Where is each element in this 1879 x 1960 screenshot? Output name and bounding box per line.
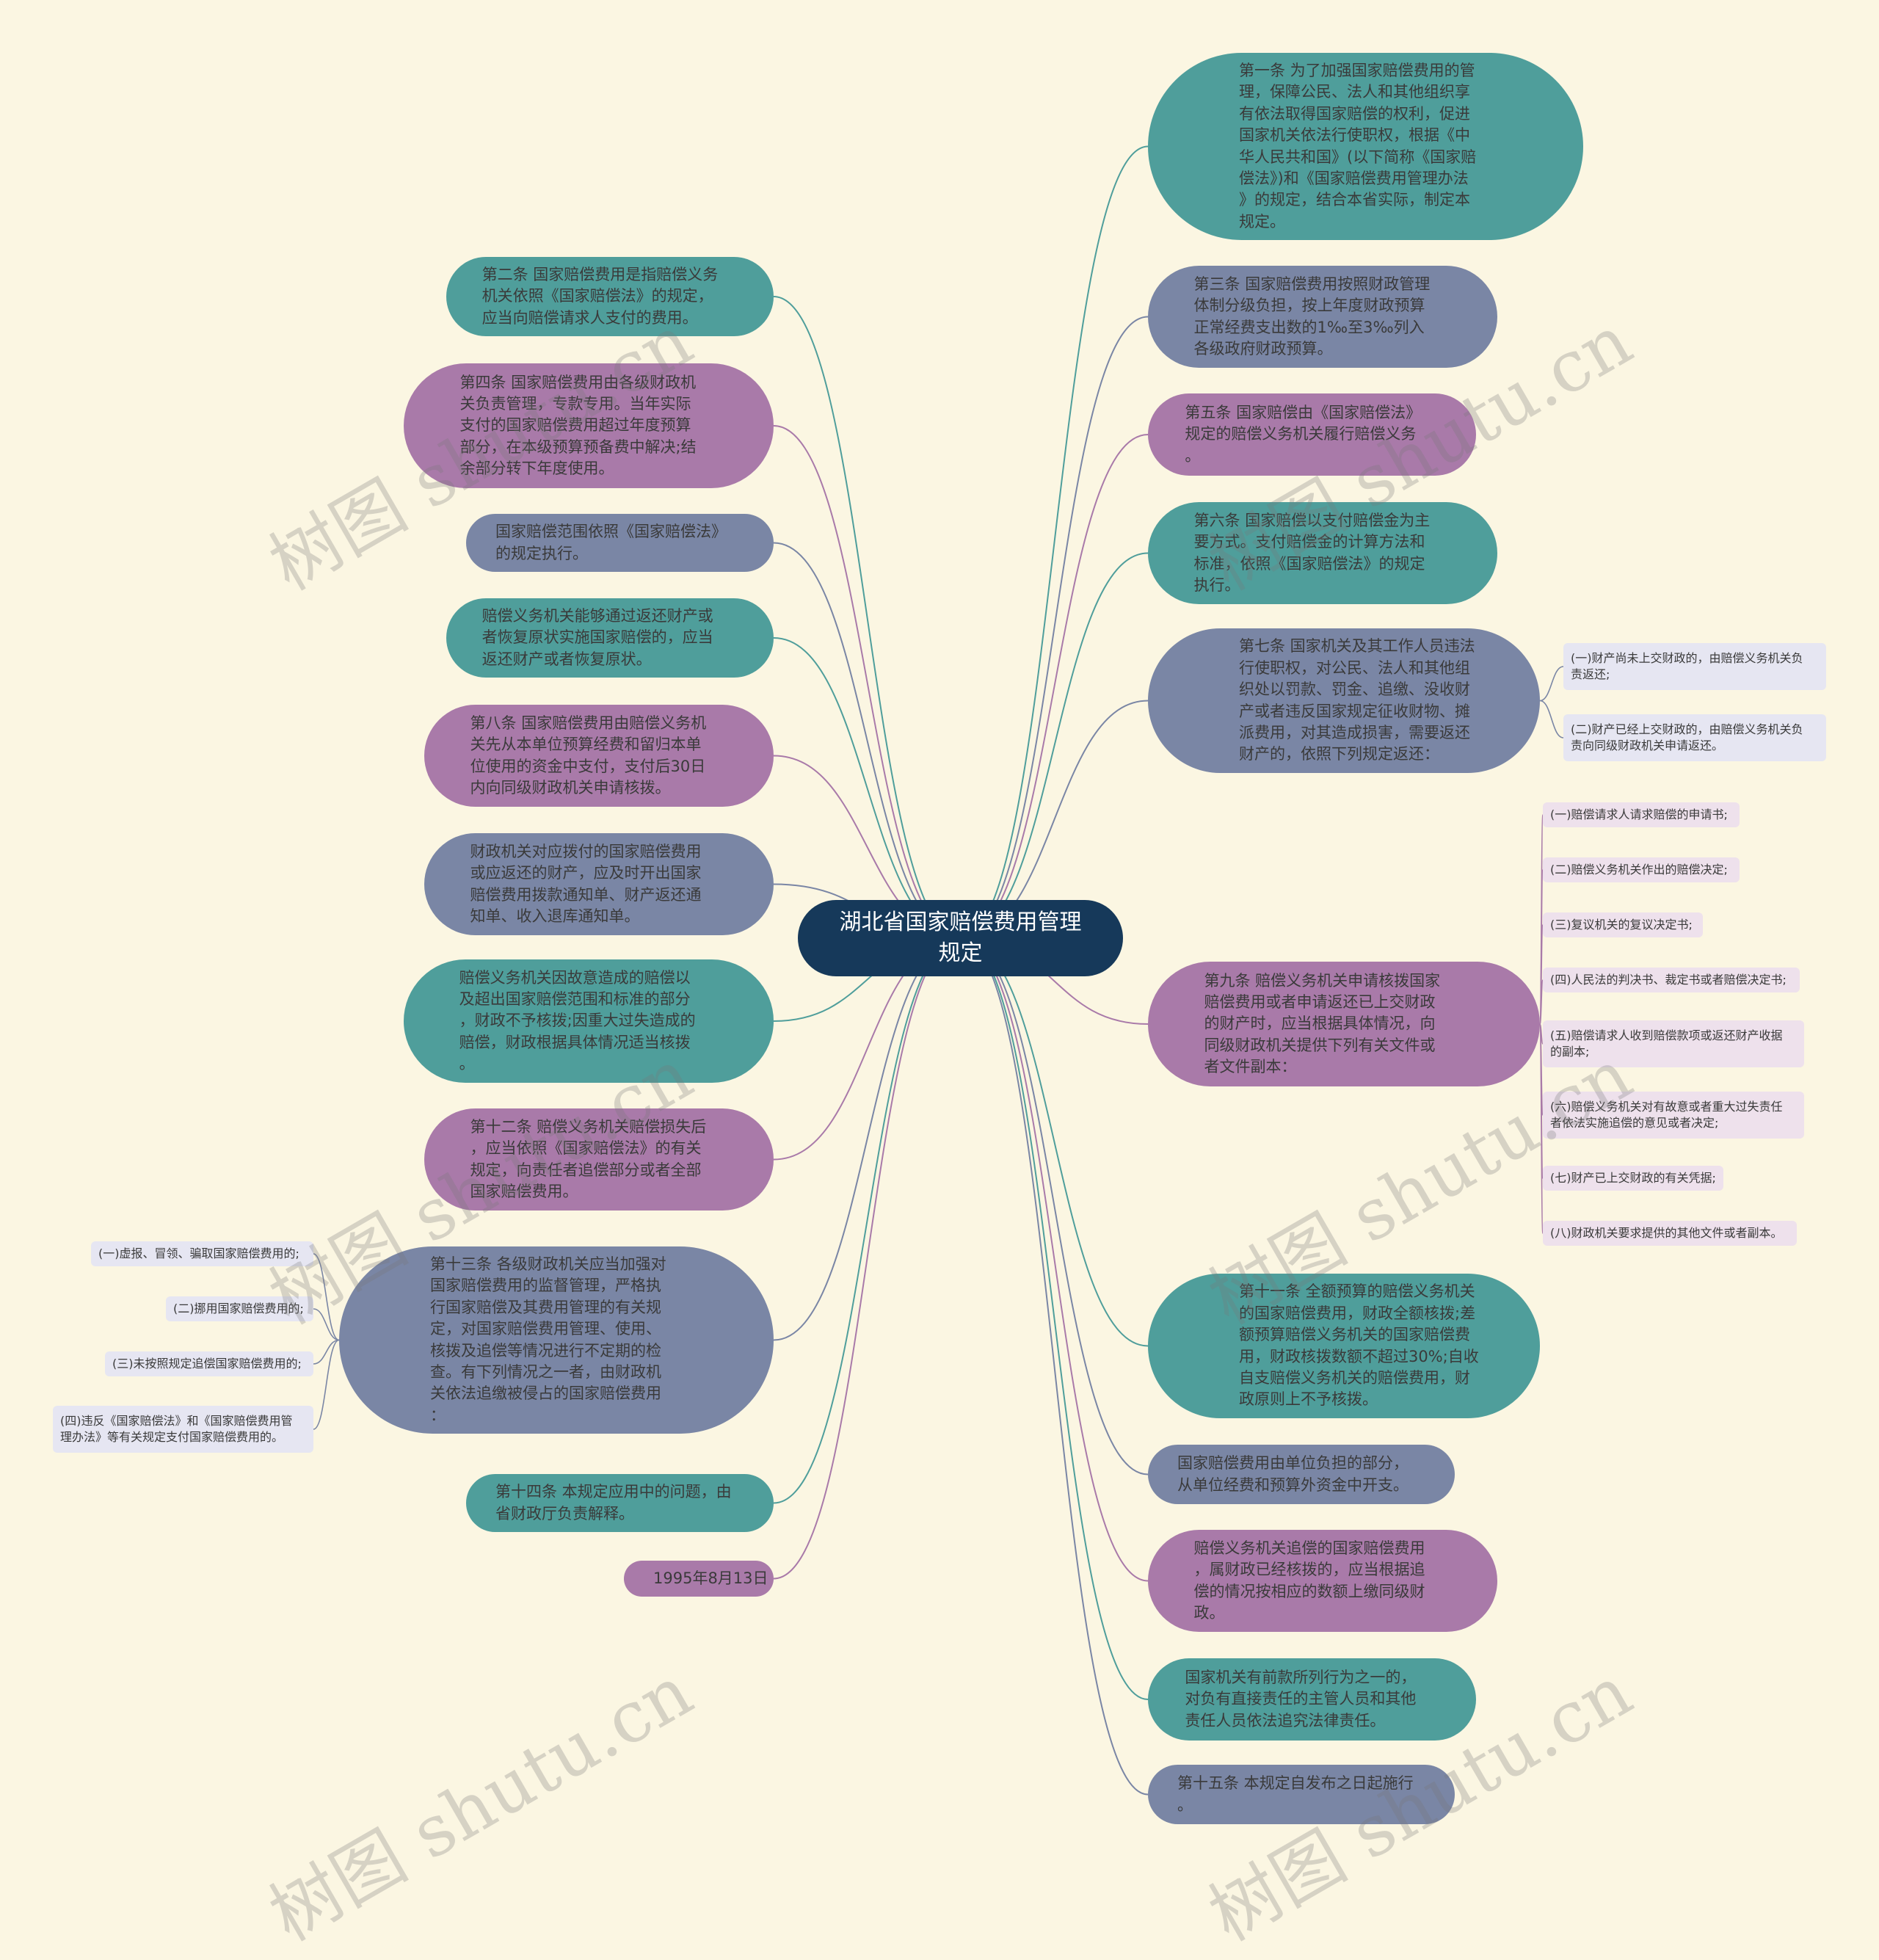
connector-line — [773, 425, 962, 939]
topic-return-property[interactable]: 赔偿义务机关能够通过返还财产或 者恢复原状实施国家赔偿的，应当 返还财产或者恢复… — [446, 598, 774, 678]
topic-label: 国家赔偿范围依照《国家赔偿法》 的规定执行。 — [495, 523, 727, 562]
subtopic-label: (二)财产已经上交财政的，由赔偿义务机关负 责向同级财政机关申请返还。 — [1571, 722, 1803, 752]
connector-line — [1539, 979, 1544, 1025]
connector-line — [313, 1253, 340, 1341]
subtopic-art9-item[interactable]: (三)复议机关的复议决定书; — [1543, 912, 1703, 937]
connector-line — [960, 145, 1149, 939]
subtopic-art9-item[interactable]: (八)财政机关要求提供的其他文件或者副本。 — [1543, 1221, 1797, 1246]
subtopic-label: (三)复议机关的复议决定书; — [1550, 917, 1693, 932]
subtopic-art9-item[interactable]: (五)赔偿请求人收到赔偿款项或返还财产收据 的副本; — [1543, 1020, 1804, 1067]
topic-article-9[interactable]: 第九条 赔偿义务机关申请核拨国家 赔偿费用或者申请返还已上交财政 的财产时，应当… — [1148, 962, 1540, 1086]
topic-liability[interactable]: 国家机关有前款所列行为之一的， 对负有直接责任的主管人员和其他 责任人员依法追究… — [1148, 1658, 1476, 1741]
topic-label: 第十二条 赔偿义务机关赔偿损失后 ，应当依照《国家赔偿法》的有关 规定，向责任者… — [470, 1117, 707, 1200]
topic-article-3[interactable]: 第三条 国家赔偿费用按照财政管理 体制分级负担，按上年度财政预算 正常经费支出数… — [1148, 266, 1497, 368]
connector-line — [313, 1339, 340, 1430]
subtopic-art13-item[interactable]: (二)挪用国家赔偿费用的; — [166, 1296, 313, 1321]
subtopic-label: (二)赔偿义务机关作出的赔偿决定; — [1550, 862, 1728, 876]
connector-line — [773, 937, 962, 1341]
subtopic-art13-item[interactable]: (一)虚报、冒领、骗取国家赔偿费用的; — [91, 1241, 313, 1266]
topic-label: 第六条 国家赔偿以支付赔偿金为主 要方式。支付赔偿金的计算方法和 标准，依照《国… — [1193, 511, 1431, 594]
topic-label: 第七条 国家机关及其工作人员违法 行使职权，对公民、法人和其他组 织处以罚款、罚… — [1239, 637, 1475, 763]
topic-recovery-remit[interactable]: 赔偿义务机关追偿的国家赔偿费用 ，属财政已经核拨的，应当根据追 偿的情况按相应的… — [1148, 1530, 1497, 1632]
topic-intentional[interactable]: 赔偿义务机关因故意造成的赔偿以 及超出国家赔偿范围和标准的部分 ，财政不予核拨;… — [404, 959, 774, 1083]
subtopic-label: (四)人民法的判决书、裁定书或者赔偿决定书; — [1550, 972, 1787, 987]
topic-date[interactable]: 1995年8月13日 — [624, 1561, 774, 1597]
connector-line — [313, 1339, 340, 1365]
connector-line — [313, 1308, 340, 1341]
topic-label: 1995年8月13日 — [653, 1569, 768, 1587]
subtopic-label: (六)赔偿义务机关对有故意或者重大过失责任 者依法实施追偿的意见或者决定; — [1550, 1099, 1783, 1130]
connector-line — [960, 937, 1149, 1582]
topic-article-11[interactable]: 第十一条 全额预算的赔偿义务机关 的国家赔偿费用，财政全额核拨;差 额预算赔偿义… — [1148, 1274, 1540, 1418]
connector-line — [960, 937, 1149, 1700]
connector-line — [960, 937, 1149, 1476]
topic-article-8[interactable]: 第八条 国家赔偿费用由赔偿义务机 关先从本单位预算经费和留归本单 位使用的资金中… — [424, 705, 774, 807]
root-topic[interactable]: 湖北省国家赔偿费用管理 规定 — [798, 900, 1123, 976]
topic-label: 第五条 国家赔偿由《国家赔偿法》 规定的赔偿义务机关履行赔偿义务 。 — [1185, 403, 1422, 465]
topic-label: 第三条 国家赔偿费用按照财政管理 体制分级负担，按上年度财政预算 正常经费支出数… — [1193, 275, 1431, 357]
topic-article-6[interactable]: 第六条 国家赔偿以支付赔偿金为主 要方式。支付赔偿金的计算方法和 标准，依照《国… — [1148, 502, 1497, 604]
topic-article-4[interactable]: 第四条 国家赔偿费用由各级财政机 关负责管理，专款专用。当年实际 支付的国家赔偿… — [404, 363, 774, 488]
topic-article-12[interactable]: 第十二条 赔偿义务机关赔偿损失后 ，应当依照《国家赔偿法》的有关 规定，向责任者… — [424, 1108, 774, 1211]
subtopic-art9-item[interactable]: (四)人民法的判决书、裁定书或者赔偿决定书; — [1543, 968, 1800, 992]
topic-label: 国家机关有前款所列行为之一的， 对负有直接责任的主管人员和其他 责任人员依法追究… — [1185, 1668, 1417, 1729]
subtopic-art9-item[interactable]: (一)赔偿请求人请求赔偿的申请书; — [1543, 802, 1740, 827]
topic-label: 第二条 国家赔偿费用是指赔偿义务 机关依照《国家赔偿法》的规定， 应当向赔偿请求… — [481, 265, 719, 327]
subtopic-label: (二)挪用国家赔偿费用的; — [173, 1301, 304, 1315]
connector-line — [960, 434, 1149, 939]
subtopic-art7-item[interactable]: (二)财产已经上交财政的，由赔偿义务机关负 责向同级财政机关申请返还。 — [1563, 714, 1826, 761]
topic-article-1[interactable]: 第一条 为了加强国家赔偿费用的管 理，保障公民、法人和其他组织享 有依法取得国家… — [1148, 53, 1583, 240]
subtopic-art13-item[interactable]: (三)未按照规定追偿国家赔偿费用的; — [105, 1351, 313, 1376]
topic-label: 第四条 国家赔偿费用由各级财政机 关负责管理，专款专用。当年实际 支付的国家赔偿… — [459, 373, 697, 478]
subtopic-art9-item[interactable]: (七)财产已上交财政的有关凭据; — [1543, 1166, 1723, 1191]
connector-line — [773, 937, 962, 1504]
topic-notices[interactable]: 财政机关对应拨付的国家赔偿费用 或应返还的财产，应及时开出国家 赔偿费用拨款通知… — [424, 833, 774, 935]
topic-label: 第十三条 各级财政机关应当加强对 国家赔偿费用的监督管理，严格执 行国家赔偿及其… — [430, 1255, 666, 1424]
subtopic-art9-item[interactable]: (六)赔偿义务机关对有故意或者重大过失责任 者依法实施追偿的意见或者决定; — [1543, 1092, 1804, 1139]
subtopic-label: (五)赔偿请求人收到赔偿款项或返还财产收据 的副本; — [1550, 1028, 1783, 1059]
subtopic-art9-item[interactable]: (二)赔偿义务机关作出的赔偿决定; — [1543, 857, 1740, 882]
connector-line — [773, 296, 962, 939]
subtopic-label: (三)未按照规定追偿国家赔偿费用的; — [112, 1356, 302, 1371]
subtopic-art13-item[interactable]: (四)违反《国家赔偿法》和《国家赔偿费用管 理办法》等有关规定支付国家赔偿费用的… — [53, 1406, 313, 1453]
topic-label: 第一条 为了加强国家赔偿费用的管 理，保障公民、法人和其他组织享 有依法取得国家… — [1239, 61, 1477, 231]
topic-label: 第十一条 全额预算的赔偿义务机关 的国家赔偿费用，财政全额核拨;差 额预算赔偿义… — [1239, 1282, 1479, 1409]
topic-label: 赔偿义务机关能够通过返还财产或 者恢复原状实施国家赔偿的，应当 返还财产或者恢复… — [481, 606, 713, 668]
connector-line — [1539, 666, 1564, 702]
topic-label: 财政机关对应拨付的国家赔偿费用 或应返还的财产，应及时开出国家 赔偿费用拨款通知… — [470, 842, 702, 925]
connector-line — [960, 937, 1149, 1347]
topic-unit-burden[interactable]: 国家赔偿费用由单位负担的部分， 从单位经费和预算外资金中开支。 — [1148, 1445, 1455, 1504]
subtopic-art7-item[interactable]: (一)财产尚未上交财政的，由赔偿义务机关负 责返还; — [1563, 643, 1826, 690]
topic-article-13[interactable]: 第十三条 各级财政机关应当加强对 国家赔偿费用的监督管理，严格执 行国家赔偿及其… — [339, 1246, 774, 1434]
topic-label: 第十五条 本规定自发布之日起施行 。 — [1177, 1774, 1414, 1814]
connector-line — [1539, 1023, 1544, 1234]
topic-article-14[interactable]: 第十四条 本规定应用中的问题，由 省财政厅负责解释。 — [466, 1474, 774, 1532]
topic-label: 第十四条 本规定应用中的问题，由 省财政厅负责解释。 — [495, 1483, 732, 1522]
topic-label: 赔偿义务机关因故意造成的赔偿以 及超出国家赔偿范围和标准的部分 ，财政不予核拨;… — [459, 968, 696, 1073]
subtopic-label: (一)虚报、冒领、骗取国家赔偿费用的; — [98, 1246, 299, 1260]
connector-line — [960, 316, 1149, 939]
connector-line — [960, 552, 1149, 939]
mind-map-canvas: 湖北省国家赔偿费用管理 规定 第一条 为了加强国家赔偿费用的管 理，保障公民、法… — [53, 53, 1826, 1957]
topic-article-15[interactable]: 第十五条 本规定自发布之日起施行 。 — [1148, 1765, 1455, 1824]
topic-label: 国家赔偿费用由单位负担的部分， 从单位经费和预算外资金中开支。 — [1177, 1454, 1409, 1494]
topic-label: 第八条 国家赔偿费用由赔偿义务机 关先从本单位预算经费和留归本单 位使用的资金中… — [470, 714, 707, 796]
subtopic-label: (一)财产尚未上交财政的，由赔偿义务机关负 责返还; — [1571, 650, 1803, 681]
topic-article-5[interactable]: 第五条 国家赔偿由《国家赔偿法》 规定的赔偿义务机关履行赔偿义务 。 — [1148, 393, 1476, 476]
connector-line — [773, 542, 962, 939]
topic-article-2[interactable]: 第二条 国家赔偿费用是指赔偿义务 机关依照《国家赔偿法》的规定， 应当向赔偿请求… — [446, 257, 774, 336]
subtopic-label: (七)财产已上交财政的有关凭据; — [1550, 1170, 1716, 1185]
subtopic-label: (四)违反《国家赔偿法》和《国家赔偿费用管 理办法》等有关规定支付国家赔偿费用的… — [60, 1413, 293, 1444]
connector-line — [960, 937, 1149, 1796]
subtopic-label: (八)财政机关要求提供的其他文件或者副本。 — [1550, 1225, 1783, 1240]
connector-line — [1539, 700, 1564, 738]
topic-label: 第九条 赔偿义务机关申请核拨国家 赔偿费用或者申请返还已上交财政 的财产时，应当… — [1204, 971, 1441, 1076]
topic-label: 赔偿义务机关追偿的国家赔偿费用 ，属财政已经核拨的，应当根据追 偿的情况按相应的… — [1193, 1539, 1425, 1622]
root-topic-label: 湖北省国家赔偿费用管理 规定 — [839, 910, 1082, 966]
topic-article-7[interactable]: 第七条 国家机关及其工作人员违法 行使职权，对公民、法人和其他组 织处以罚款、罚… — [1148, 628, 1540, 773]
topic-scope[interactable]: 国家赔偿范围依照《国家赔偿法》 的规定执行。 — [466, 514, 774, 572]
subtopic-label: (一)赔偿请求人请求赔偿的申请书; — [1550, 807, 1728, 821]
